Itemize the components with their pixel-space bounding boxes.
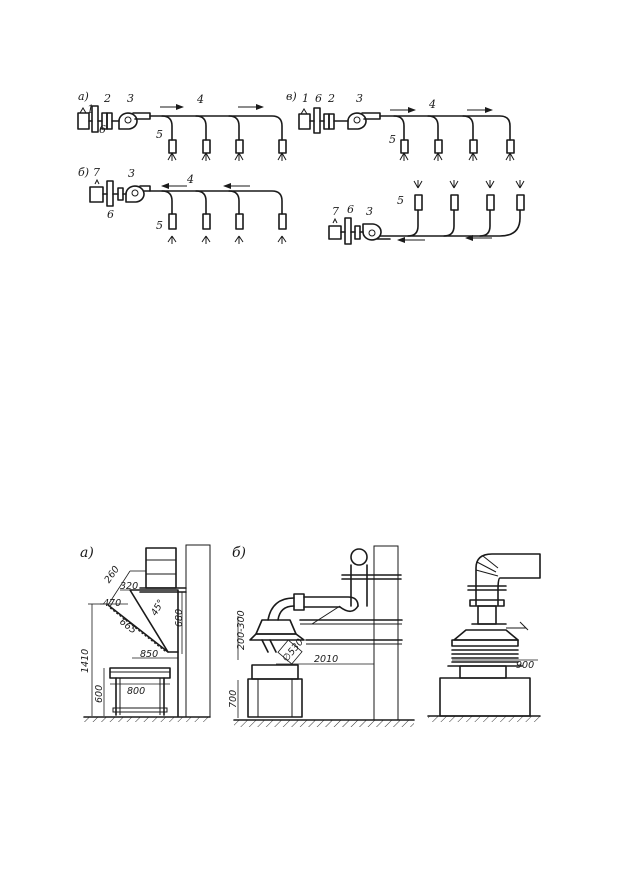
- exhaust-hood: [453, 629, 519, 641]
- figure-2c: 900: [427, 553, 541, 722]
- scheme-a-label-3: 3: [127, 92, 134, 105]
- dim-45-deg: 45°: [149, 598, 167, 618]
- scheme-a-label-2: 2: [103, 92, 111, 105]
- nozzle-group: [413, 180, 525, 211]
- dim-850: 850: [140, 649, 158, 660]
- air-duct: [149, 115, 283, 141]
- scheme-v-label-3: 3: [356, 92, 363, 105]
- scheme-g-label-6: 6: [347, 203, 354, 216]
- scheme-b-label-3: 3: [128, 167, 135, 180]
- scheme-b-label-4: 4: [186, 173, 194, 186]
- motor-icon: [89, 186, 104, 203]
- figure-2a-tag: а): [80, 545, 94, 561]
- figure-2b: б) 200-300 ∅530 2010 700: [228, 545, 415, 727]
- nozzle-group: [399, 139, 515, 161]
- scheme-g-label-3: 3: [366, 205, 373, 218]
- scheme-v-label-2: 2: [327, 92, 335, 105]
- scheme-b-label-7: 7: [93, 166, 100, 179]
- floor: [234, 720, 414, 727]
- scheme-b: б) 7 3 6 4 5: [78, 166, 287, 244]
- scheme-v-label-4: 4: [428, 98, 436, 111]
- scheme-v-label-1: 1: [302, 92, 309, 105]
- dim-200-300: 200-300: [236, 610, 247, 650]
- figure-2a: а) 260 320 470 45° 665 680 1410: [80, 544, 211, 722]
- scheme-a: а) 1 2 3 6 4 5: [77, 90, 287, 161]
- air-duct: [379, 115, 511, 141]
- scheme-a-label-5: 5: [156, 128, 163, 141]
- flywheel-icon: [344, 217, 352, 245]
- vertical-duct: [145, 547, 177, 589]
- scheme-b-label-6: 6: [107, 208, 114, 221]
- air-duct: [143, 190, 283, 215]
- dim-600: 600: [94, 685, 105, 703]
- machine-head: [251, 664, 299, 680]
- nozzle-group: [167, 139, 287, 161]
- wall: [185, 544, 211, 718]
- scheme-b-tag: б): [78, 166, 89, 179]
- scheme-g-label-7: 7: [332, 205, 339, 218]
- scheme-a-label-1: 1: [87, 103, 94, 116]
- motor-icon: [298, 113, 311, 130]
- elbow-pipe: [350, 548, 368, 566]
- scheme-a-label-4: 4: [196, 93, 204, 106]
- scheme-a-tag: а): [78, 90, 89, 103]
- dim-900: 900: [516, 660, 534, 671]
- dim-260: 260: [102, 564, 121, 585]
- fan-icon: [362, 223, 382, 241]
- fan-icon: [118, 112, 138, 130]
- dim-1410: 1410: [80, 649, 91, 673]
- machine-base: [247, 678, 303, 718]
- fan-icon: [347, 112, 367, 130]
- scheme-g: 7 6 3 5: [328, 180, 525, 245]
- dim-2010: 2010: [314, 654, 338, 665]
- scheme-v-label-6: 6: [315, 92, 322, 105]
- exhaust-hood: [255, 619, 297, 635]
- scheme-v-label-5: 5: [389, 133, 396, 146]
- fan-icon: [125, 185, 145, 203]
- dim-320: 320: [120, 581, 138, 592]
- floor: [84, 717, 210, 722]
- flywheel-icon: [313, 107, 321, 134]
- figure-2b-tag: б): [232, 545, 246, 561]
- vertical-duct: [477, 605, 497, 625]
- air-duct: [379, 209, 521, 237]
- wall: [373, 545, 399, 721]
- floor: [428, 716, 540, 722]
- flywheel-icon: [106, 180, 114, 207]
- scheme-v-tag: в): [286, 90, 297, 103]
- dim-665: 665: [117, 616, 138, 636]
- motor-icon: [328, 225, 342, 240]
- machine-base: [439, 677, 531, 717]
- nozzle-group: [167, 213, 287, 244]
- machine-head: [459, 665, 507, 679]
- dim-700: 700: [228, 690, 239, 708]
- horizontal-duct: [303, 596, 359, 608]
- worktable: [109, 667, 171, 679]
- flywheel-icon: [91, 105, 99, 133]
- scheme-b-label-5: 5: [156, 219, 163, 232]
- elbow-pipe: [475, 553, 541, 606]
- dim-470: 470: [103, 598, 121, 609]
- dim-800: 800: [127, 686, 145, 697]
- scheme-v: в) 1 6 2 3 4 5: [286, 90, 515, 161]
- scheme-g-label-5: 5: [397, 194, 404, 207]
- dim-680: 680: [174, 609, 185, 627]
